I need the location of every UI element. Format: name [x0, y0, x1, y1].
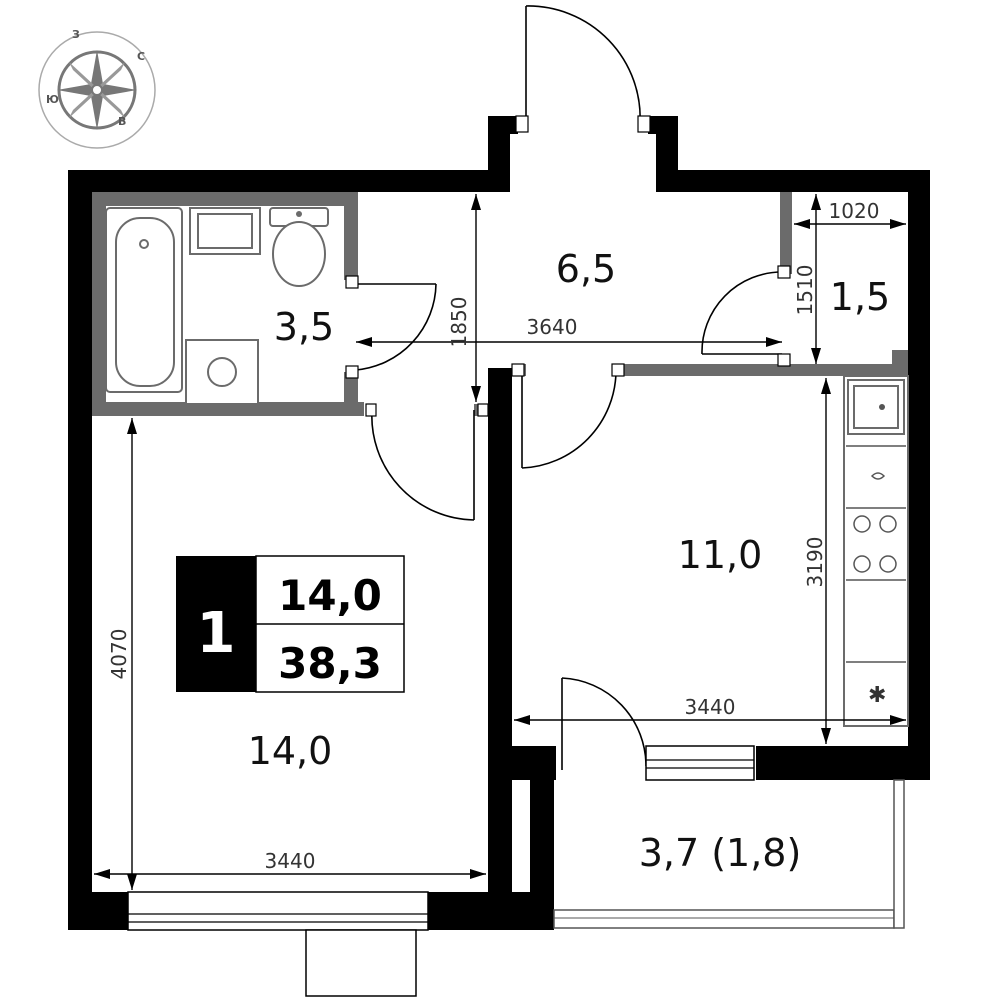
hall-width-dimension: 3640 — [527, 315, 578, 339]
bathroom-area-label: 3,5 — [274, 305, 334, 349]
compass-north-label: С — [137, 50, 145, 63]
compass-east-label: В — [118, 115, 126, 128]
entrance-door — [515, 5, 651, 133]
bathtub — [105, 207, 183, 393]
living-width-dimension: 3440 — [265, 849, 316, 873]
kitchen-counter: ✱ — [843, 375, 909, 727]
toilet — [269, 207, 329, 287]
living-room-area-label: 14,0 — [248, 729, 333, 773]
living-height-dimension: 4070 — [107, 629, 131, 680]
kitchen-width-dimension: 3440 — [685, 695, 736, 719]
hall-height-dimension: 1850 — [447, 297, 471, 348]
kitchen-area-label: 11,0 — [678, 533, 763, 577]
total-area-value: 38,3 — [278, 639, 382, 688]
closet-height-dimension: 1510 — [793, 265, 817, 316]
living-room-door — [365, 403, 489, 521]
room-count: 1 — [197, 601, 236, 666]
compass-rose: З С В Ю — [38, 28, 156, 149]
closet-area-label: 1,5 — [830, 275, 890, 319]
compass-west-label: З — [72, 28, 80, 41]
balcony-door — [561, 677, 755, 781]
kitchen-door — [511, 363, 625, 469]
hall-area-label: 6,5 — [556, 247, 616, 291]
washing-machine — [185, 339, 259, 405]
compass-south-label: Ю — [46, 93, 59, 106]
closet-width-dimension: 1020 — [829, 199, 880, 223]
balcony-glazing — [553, 779, 905, 929]
fridge-icon: ✱ — [868, 683, 886, 708]
apartment-summary-box: 1 14,0 38,3 — [176, 555, 405, 693]
balcony-area-label: 3,7 (1,8) — [639, 831, 802, 875]
living-room-window — [127, 891, 429, 997]
sink — [189, 207, 261, 255]
closet-door — [701, 265, 791, 367]
kitchen-height-dimension: 3190 — [803, 537, 827, 588]
bathroom-door — [345, 275, 437, 379]
living-area-value: 14,0 — [278, 571, 382, 620]
dimension-lines — [94, 194, 906, 890]
exterior-walls — [68, 116, 930, 930]
